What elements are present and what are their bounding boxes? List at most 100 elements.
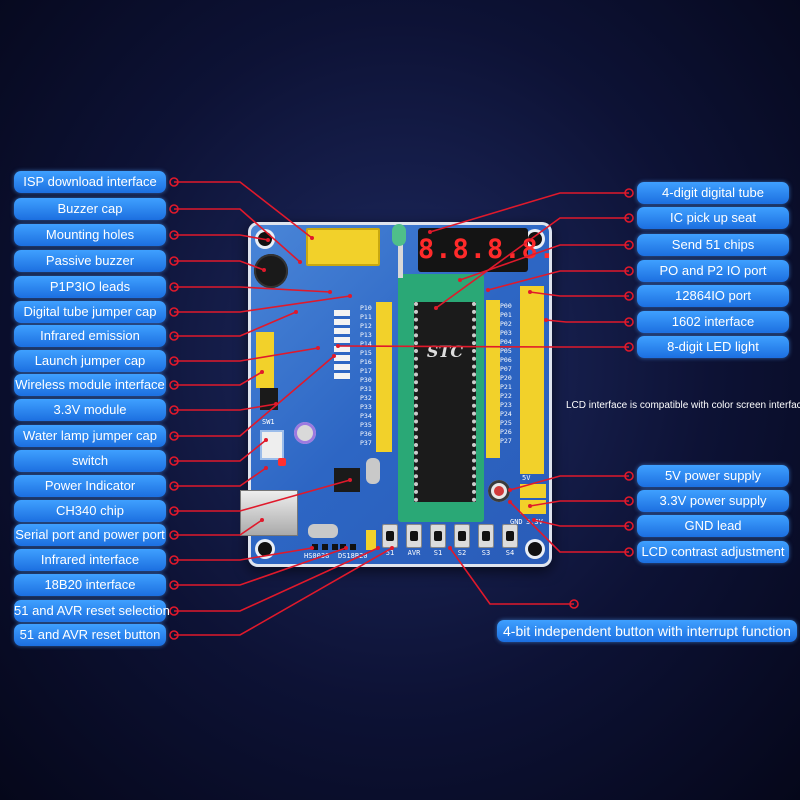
tact-button: [430, 524, 446, 548]
callout-label-right: Send 51 chips: [637, 234, 789, 256]
header-pin-label: P34: [360, 412, 372, 420]
leader-anchor: [169, 456, 179, 466]
tact-button: [502, 524, 518, 548]
header-pin-label: P30: [360, 376, 372, 384]
callout-label-left: 18B20 interface: [14, 574, 166, 596]
leader-anchor: [624, 188, 634, 198]
leader-anchor: [169, 307, 179, 317]
leader-anchor: [169, 630, 179, 640]
callout-label-left: switch: [14, 450, 166, 472]
isp-header: [306, 228, 380, 266]
wireless-header: [256, 332, 274, 388]
ds18b20-pins: [340, 544, 356, 550]
header-pin-label: P37: [360, 439, 372, 447]
callout-label-right: 4-digit digital tube: [637, 182, 789, 204]
button-label: S4: [505, 549, 515, 557]
header-pin-label: P00: [500, 302, 512, 310]
callout-label-right: 3.3V power supply: [637, 490, 789, 512]
header-pin-label: P13: [360, 331, 372, 339]
leader-anchor: [569, 599, 579, 609]
header-pin-label: P02: [500, 320, 512, 328]
tact-button: [406, 524, 422, 548]
digital-tube: 8.8.8.8.: [418, 228, 555, 272]
header-pin-label: P33: [360, 403, 372, 411]
header-pin-label: P14: [360, 340, 372, 348]
header-pin-label: P21: [500, 383, 512, 391]
ds18b20-silk: DS18B20: [338, 552, 368, 560]
leader-anchor: [624, 240, 634, 250]
leader-anchor: [624, 317, 634, 327]
header-pin-label: P06: [500, 356, 512, 364]
header-pin-label: P05: [500, 347, 512, 355]
callout-label-left: P1P3IO leads: [14, 276, 166, 298]
leader-anchor: [169, 380, 179, 390]
header-pin-label: P22: [500, 392, 512, 400]
bottom-label: 4-bit independent button with interrupt …: [497, 620, 797, 642]
leader-anchor: [624, 266, 634, 276]
reset-jumper: [366, 530, 376, 550]
leader-anchor: [169, 405, 179, 415]
header-pin-label: P17: [360, 367, 372, 375]
ir-silk: HS0038: [304, 552, 330, 560]
3v3-silk: 3.3V: [526, 518, 543, 526]
leader-anchor: [169, 580, 179, 590]
power-led: [278, 458, 286, 466]
usb-port: [240, 490, 298, 536]
leader-line: [545, 319, 629, 323]
button-label: S2: [457, 549, 467, 557]
header-pin-label: P23: [500, 401, 512, 409]
leader-anchor: [169, 506, 179, 516]
callout-label-left: Wireless module interface: [14, 374, 166, 396]
leader-anchor: [169, 431, 179, 441]
callout-label-right: 5V power supply: [637, 465, 789, 487]
leader-anchor: [169, 555, 179, 565]
callout-label-left: 3.3V module: [14, 399, 166, 421]
p0p2-header: [486, 300, 500, 458]
leader-anchor: [624, 547, 634, 557]
callout-label-right: PO and P2 IO port: [637, 260, 789, 282]
callout-label-right: IC pick up seat: [637, 207, 789, 229]
tact-button: [382, 524, 398, 548]
leader-anchor: [169, 230, 179, 240]
leader-anchor: [624, 521, 634, 531]
header-pin-label: P25: [500, 419, 512, 427]
callout-label-right: GND lead: [637, 515, 789, 537]
button-label: S1: [433, 549, 443, 557]
callout-label-left: Infrared interface: [14, 549, 166, 571]
leader-anchor: [169, 481, 179, 491]
callout-label-left: Buzzer cap: [14, 198, 166, 220]
leader-anchor: [169, 606, 179, 616]
buzzer: [254, 254, 288, 288]
button-label: S3: [481, 549, 491, 557]
ir-pins: [312, 544, 346, 550]
led-array: [334, 310, 350, 380]
leader-anchor: [624, 496, 634, 506]
leader-anchor: [169, 282, 179, 292]
leader-anchor: [169, 530, 179, 540]
header-pin-label: P27: [500, 437, 512, 445]
lcd-header: [520, 286, 544, 474]
button-label: 51: [385, 549, 395, 557]
mounting-hole: [258, 232, 272, 246]
leader-anchor: [624, 291, 634, 301]
callout-label-left: Power Indicator: [14, 475, 166, 497]
header-pin-label: P01: [500, 311, 512, 319]
callout-label-left: Serial port and power port: [14, 524, 166, 546]
leader-anchor: [624, 471, 634, 481]
header-pin-label: P24: [500, 410, 512, 418]
switch-silk: SW1: [262, 418, 275, 426]
callout-label-left: Launch jumper cap: [14, 350, 166, 372]
power-header-5v: [520, 484, 546, 498]
leader-anchor: [624, 213, 634, 223]
header-pin-label: P20: [500, 374, 512, 382]
5v-silk: 5V: [522, 474, 531, 482]
leader-anchor: [169, 331, 179, 341]
regulator-3v3: [260, 388, 278, 410]
callout-label-left: CH340 chip: [14, 500, 166, 522]
contrast-pot: [488, 480, 510, 502]
tact-button: [454, 524, 470, 548]
zif-lever: [398, 234, 403, 278]
